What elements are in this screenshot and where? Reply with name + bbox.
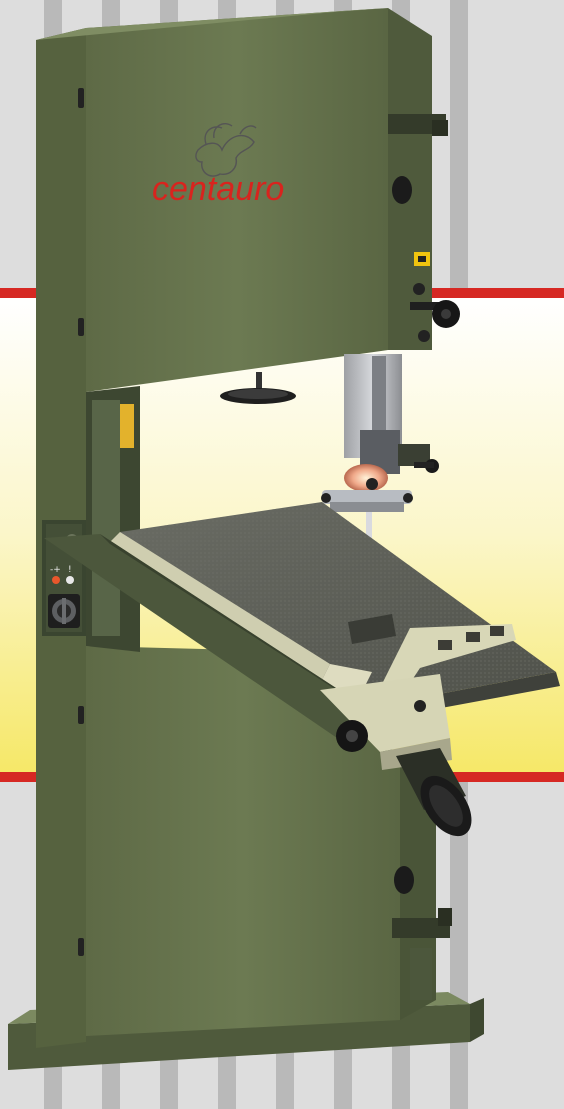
upper-fittings [388, 114, 460, 342]
lower-bracket [392, 918, 450, 938]
height-handwheel[interactable] [220, 372, 296, 404]
panel-symbol-power: -+ [50, 565, 61, 575]
tension-knob-upper[interactable] [392, 176, 412, 204]
throat-label [120, 404, 134, 448]
adjust-screw [413, 283, 425, 295]
brand-logo: centauro [152, 122, 284, 208]
blade-lamp [344, 464, 388, 492]
panel-symbol-status: ! [68, 565, 72, 575]
upper-bracket [388, 114, 446, 134]
motor-switch[interactable] [48, 594, 80, 628]
lower-fittings [392, 866, 452, 1000]
table-lock-knob[interactable] [336, 720, 368, 752]
indicator-light [52, 576, 60, 584]
door-hinges [78, 88, 84, 956]
indicator-lamp [66, 576, 74, 584]
guide-bracket [398, 444, 430, 466]
tension-knob-lower[interactable] [394, 866, 414, 894]
dust-port [396, 748, 472, 837]
blade-slot [348, 614, 396, 644]
tracking-knob[interactable] [410, 300, 460, 328]
fence-arm [44, 534, 386, 740]
brand-name: centauro [152, 170, 284, 208]
fence-rail [380, 624, 516, 688]
pegasus-emblem [195, 122, 257, 177]
